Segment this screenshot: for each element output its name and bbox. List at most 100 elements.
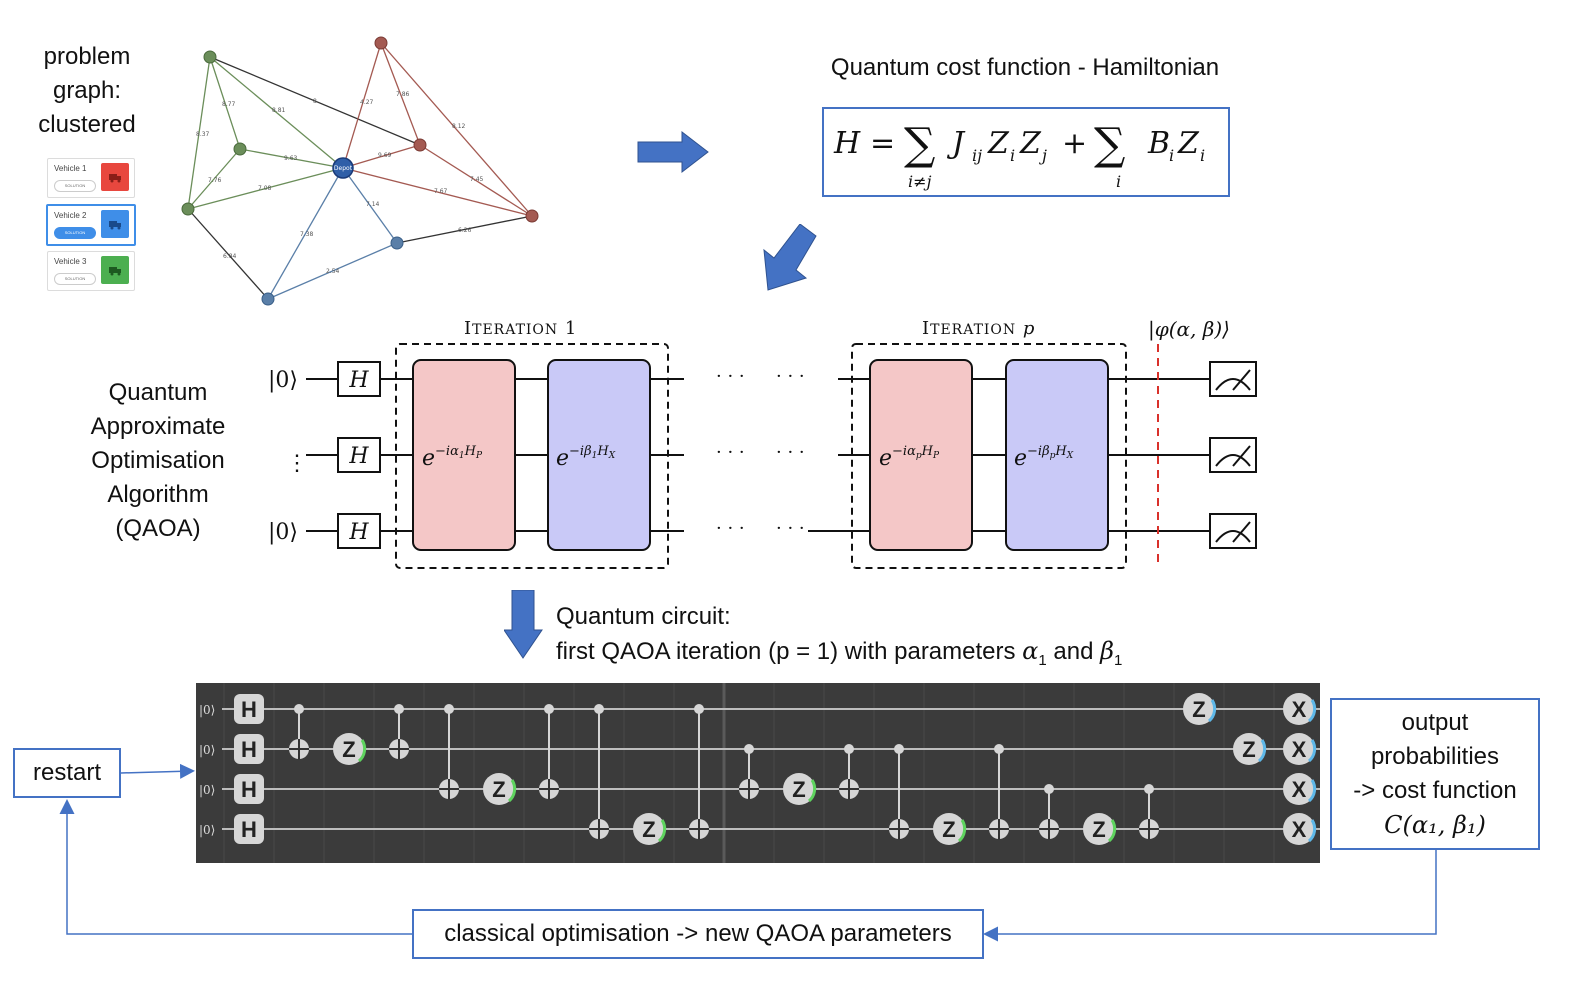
vehicle-card-1[interactable]: Vehicle 1 SOLUTION: [47, 158, 135, 198]
z-gate-label: Z: [792, 777, 805, 802]
edge-label: 9.63: [284, 155, 298, 162]
hadamard-gate: [337, 437, 381, 473]
beta-subscript: 1: [1114, 651, 1123, 669]
x-gate: [1283, 773, 1315, 805]
edge-label: 8.81: [272, 107, 286, 114]
gate-accent: [1307, 739, 1317, 763]
z-gate: [933, 813, 965, 845]
classical-optimisation-label: classical optimisation -> new QAOA param…: [444, 920, 952, 947]
vehicle-name: Vehicle 2: [54, 211, 87, 220]
qaoa-label-line4: Algorithm: [107, 481, 209, 508]
iteration-p-title: ITERATION p: [922, 318, 1035, 339]
graph-edge: [419, 144, 533, 217]
vehicle-card-3[interactable]: Vehicle 3 SOLUTION: [47, 251, 135, 291]
z-gate: [1083, 813, 1115, 845]
gate-accent: [357, 739, 367, 763]
restart-to-circuit-arrow: [120, 763, 195, 779]
hadamard-gate-label: H: [241, 697, 257, 722]
graph-edge: [239, 148, 344, 169]
ellipsis: · · ·: [716, 518, 745, 539]
output-line2: probabilities: [1370, 743, 1500, 770]
edge-label: 7.08: [258, 185, 272, 192]
gate-accent: [1107, 819, 1117, 843]
cnot-control: [894, 744, 904, 754]
gate-accent: [957, 819, 967, 843]
cnot-control: [694, 704, 704, 714]
ket-zero: |0⟩: [199, 783, 215, 797]
hadamard-gate: [234, 734, 264, 764]
hadamard-gate-label: H: [241, 737, 257, 762]
hadamard-gate-label: H: [241, 777, 257, 802]
formula-z2: Z: [1019, 126, 1042, 161]
edge-label: 7.38: [300, 231, 314, 238]
graph-edge: [209, 56, 421, 146]
formula-z3: Z: [1177, 126, 1200, 161]
z-gate-label: Z: [342, 737, 355, 762]
graph-node: [203, 50, 217, 64]
solution-button[interactable]: SOLUTION: [54, 180, 96, 192]
hamiltonian-title: Quantum cost function - Hamiltonian: [830, 54, 1220, 81]
problem-graph: 8 8.81 8.77 8.37 9.63 7.76 7.08 6.84 7.3…: [181, 36, 539, 306]
cnot-control: [1044, 784, 1054, 794]
edge-label: 6.84: [223, 253, 237, 260]
graph-edge: [380, 42, 533, 217]
arrow-right-icon: [637, 130, 709, 174]
edge-label: 7.76: [208, 177, 222, 184]
graph-edge: [342, 167, 398, 244]
solution-button[interactable]: SOLUTION: [54, 227, 96, 239]
caption-and: and: [1046, 638, 1101, 665]
x-gate: [1283, 813, 1315, 845]
solution-button[interactable]: SOLUTION: [54, 273, 96, 285]
graph-node: [413, 138, 427, 152]
hadamard-gate: [337, 361, 381, 397]
formula-sum-1: ∑: [904, 119, 935, 170]
graph-edge: [187, 208, 269, 300]
problem-graph-label-line2: graph:: [52, 77, 122, 104]
z-gate-label: Z: [1242, 737, 1255, 762]
vehicle-card-2[interactable]: Vehicle 2 SOLUTION: [46, 204, 136, 246]
formula-z1-sub: i: [1010, 146, 1015, 165]
formula-sum-2: ∑: [1094, 119, 1125, 170]
graph-edge: [396, 215, 533, 244]
z-gate-label: Z: [492, 777, 505, 802]
z-gate: [633, 813, 665, 845]
z-gate: [483, 773, 515, 805]
graph-edge: [209, 56, 344, 169]
edge-label: 8: [313, 98, 317, 105]
restart-label: restart: [32, 759, 101, 786]
hamiltonian-box: H = ∑ i≠j J ij Z i Z j + ∑ i B i Z i: [822, 107, 1230, 197]
z-gate-label: Z: [1092, 817, 1105, 842]
mixer-gate-1: [547, 359, 651, 551]
x-gate: [1283, 733, 1315, 765]
x-gate-label: X: [1292, 777, 1307, 802]
state-label: |φ(α, β)⟩: [1148, 317, 1230, 342]
alpha-subscript: 1: [1038, 651, 1047, 669]
qaoa-label-line3: Optimisation: [91, 447, 225, 474]
circuit-caption-line1: Quantum circuit:: [556, 603, 731, 630]
gate-accent: [807, 779, 817, 803]
ellipsis: · · ·: [776, 366, 805, 387]
graph-edge: [380, 42, 421, 146]
caption-prefix: first QAOA iteration (p = 1) with parame…: [556, 638, 1023, 665]
output-probabilities-box: output probabilities -> cost function C(…: [1330, 698, 1540, 850]
hadamard-gate: [234, 774, 264, 804]
truck-icon: [101, 256, 129, 284]
ket-zero: |0⟩: [268, 520, 298, 545]
formula-j: J: [946, 126, 966, 161]
qaoa-label-line1: Quantum: [108, 379, 208, 406]
restart-box[interactable]: restart: [13, 748, 121, 798]
graph-node: [233, 142, 247, 156]
graph-edge: [187, 148, 241, 210]
edge-label: 9.69: [378, 152, 392, 159]
hadamard-label: H: [348, 444, 369, 469]
formula-b: B: [1147, 126, 1170, 161]
vehicle-name: Vehicle 1: [54, 164, 87, 173]
formula-sum-2-sub: i: [1116, 172, 1121, 191]
iteration-1-box: [395, 343, 669, 569]
ellipsis: · · ·: [776, 442, 805, 463]
edge-label: 8.77: [222, 101, 236, 108]
z-gate-label: Z: [642, 817, 655, 842]
classical-optimisation-box: classical optimisation -> new QAOA param…: [412, 909, 984, 959]
